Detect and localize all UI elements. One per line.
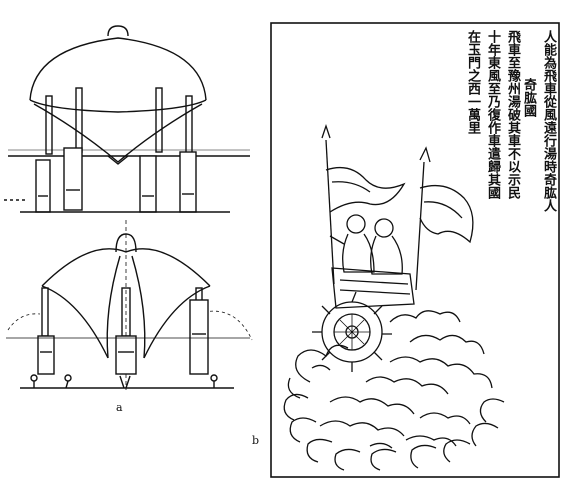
banner-left [325, 166, 406, 213]
dome-cone [33, 103, 203, 163]
panel-b-woodblock-print: 人能為飛車從風遠行湯時奇肱人 奇肱國 飛車至豫州湯破其車不以示民 十年東風至乃復… [270, 22, 560, 478]
banner-pole-right [415, 161, 425, 291]
top-knob [107, 25, 129, 37]
inscription-column-2: 飛車至豫州湯破其車不以示民 [505, 30, 520, 199]
inscription-column-1: 人能為飛車從風遠行湯時奇肱人 [541, 30, 556, 212]
figure-left-head [346, 214, 366, 234]
panel-b-label: b [252, 434, 260, 447]
lower-canopy [41, 248, 211, 287]
banner-right [419, 184, 474, 244]
panel-a-label: a [116, 401, 123, 414]
inscription-column-4: 在玉門之西一萬里 [465, 30, 480, 134]
flying-chariot-elevations [4, 25, 253, 390]
inscription-title: 奇肱國 [521, 78, 536, 117]
print-border [270, 22, 560, 478]
dome-canopy [29, 37, 207, 101]
panel-a-technical-drawing: a [0, 0, 262, 420]
woodblock-illustration [270, 22, 560, 478]
figure-right-head [374, 218, 394, 238]
chariot-box [331, 267, 415, 309]
inscription-column-3: 十年東風至乃復作車遣歸其國 [485, 30, 500, 199]
